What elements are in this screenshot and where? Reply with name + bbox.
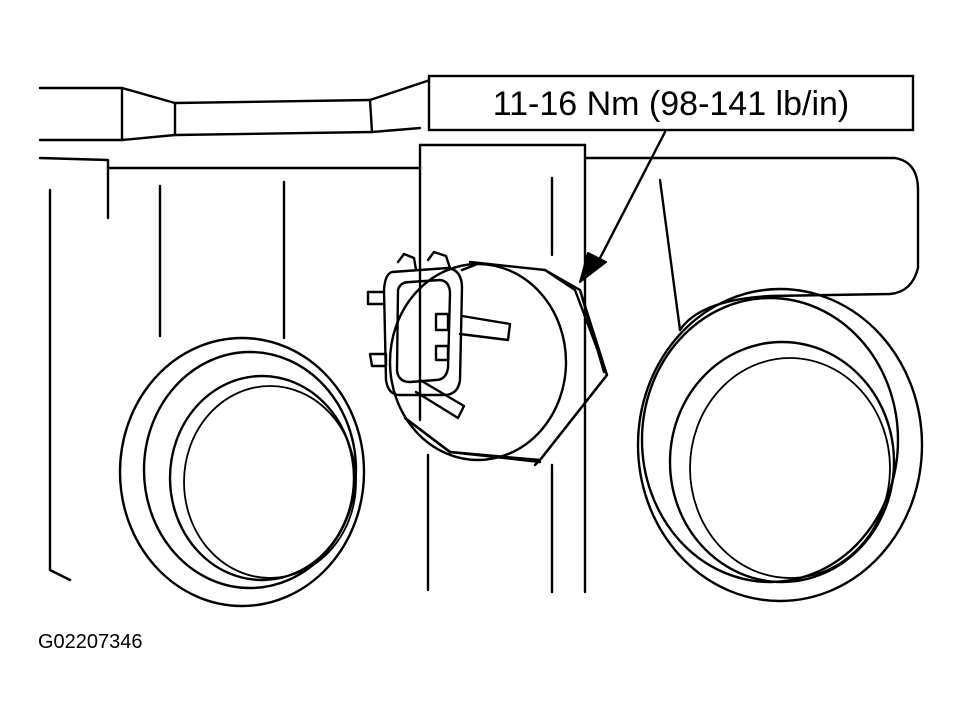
left-bore	[118, 336, 366, 608]
torque-callout: 11-16 Nm (98-141 lb/in)	[427, 74, 915, 132]
sensor-boss	[418, 143, 587, 594]
sensor-hex-nut	[403, 260, 609, 467]
callout-leader-arrow	[579, 130, 667, 283]
sensor-body-round	[388, 262, 568, 462]
torque-spec-label: 11-16 Nm (98-141 lb/in)	[493, 85, 850, 123]
electrical-connector	[366, 250, 512, 420]
housing-body-outline	[38, 156, 920, 582]
torque-callout-box	[427, 74, 915, 132]
figure-id-label: G02207346	[38, 631, 143, 653]
housing-top-edge	[38, 78, 432, 142]
right-bore	[636, 287, 924, 603]
